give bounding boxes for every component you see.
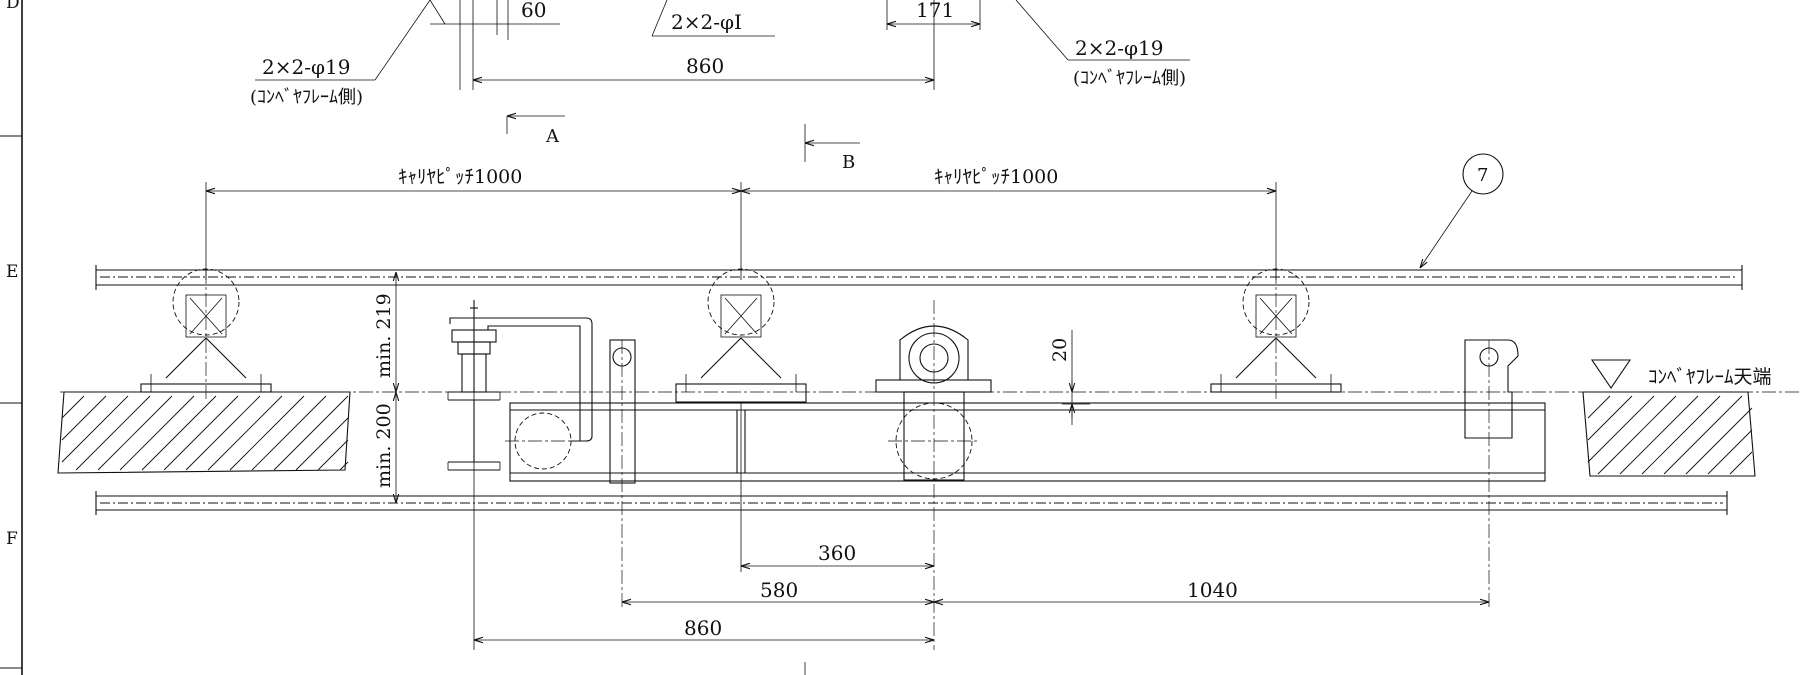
hole-left-label: 2×2-φ19: [262, 55, 350, 79]
hatch-line: [1729, 451, 1753, 475]
vertical-dims: min. 219 min. 200 20: [373, 272, 1090, 503]
support-beam: [505, 402, 1546, 482]
top-view: 60 171 860 2×2-φI 2×2-φ19 (ｺﾝﾍﾞﾔﾌﾚｰﾑ側) 2…: [250, 0, 1190, 108]
hatch-line: [1663, 395, 1743, 475]
drawing-border: D E F: [0, 0, 23, 675]
dim-min-200: min. 200: [373, 403, 395, 488]
hatch-line: [1587, 395, 1611, 419]
item-balloon: 7: [1420, 153, 1504, 268]
hatch-line: [229, 395, 305, 471]
stopper-right: [1464, 339, 1519, 610]
zone-label-d: D: [6, 0, 20, 13]
dim-171: 171: [916, 0, 954, 22]
hatch-line: [207, 395, 283, 471]
dim-860-bottom: 860: [684, 616, 722, 640]
hole-right-note: (ｺﾝﾍﾞﾔﾌﾚｰﾑ側): [1073, 68, 1186, 89]
hatch-line: [1707, 429, 1753, 475]
hatch-line: [273, 395, 349, 471]
hatch-line: [1587, 395, 1655, 463]
chain-lines: [95, 265, 1743, 515]
hole-right-label: 2×2-φ19: [1075, 36, 1163, 60]
hatch-line: [119, 395, 195, 471]
hatch-line: [141, 395, 217, 471]
hatch-line: [75, 395, 151, 471]
bearing-unit: [875, 300, 992, 650]
hatch-line: [185, 395, 261, 471]
dim-360: 360: [818, 541, 856, 565]
hatch-line: [1641, 395, 1721, 475]
frame-top-label: ｺﾝﾍﾞﾔﾌﾚｰﾑ天端: [1648, 366, 1772, 388]
dim-20: 20: [1049, 338, 1071, 362]
balloon-number: 7: [1477, 165, 1488, 186]
bottom-dims: 360 580 1040 860: [474, 403, 1489, 675]
right-frame-hatch: [1582, 391, 1756, 477]
hatch-line: [251, 395, 327, 471]
dim-580: 580: [760, 578, 798, 602]
pitch-label-right: ｷｬﾘﾔﾋﾟｯﾁ1000: [934, 166, 1058, 188]
frame-datum: ｺﾝﾍﾞﾔﾌﾚｰﾑ天端: [60, 359, 1800, 393]
carrier-center: [675, 268, 807, 403]
dim-860-top: 860: [686, 54, 724, 78]
hatch-line: [317, 439, 349, 471]
hatch-line: [1619, 395, 1699, 475]
hatch-line: [61, 395, 85, 419]
hatch-line: [295, 417, 349, 471]
dim-min-219: min. 219: [373, 293, 395, 378]
zone-label-f: F: [6, 529, 18, 549]
hatch-line: [1597, 395, 1677, 475]
dim-60: 60: [521, 0, 546, 22]
hatch-line: [61, 395, 129, 463]
section-label-b: B: [842, 152, 855, 173]
carrier-left: [140, 268, 272, 400]
carrier-pitch-dims: ｷｬﾘﾔﾋﾟｯﾁ1000 ｷｬﾘﾔﾋﾟｯﾁ1000: [205, 166, 1277, 280]
left-frame-hatch: [57, 391, 351, 474]
pitch-label-left: ｷｬﾘﾔﾋﾟｯﾁ1000: [398, 166, 522, 188]
hatch-line: [1587, 395, 1633, 441]
dim-1040: 1040: [1187, 578, 1238, 602]
section-label-a: A: [545, 126, 560, 147]
carrier-right: [1210, 268, 1342, 400]
hatch-line: [163, 395, 239, 471]
hole-center-label: 2×2-φI: [671, 10, 742, 34]
tensioner-assembly: [447, 300, 593, 650]
hatch-line: [61, 395, 107, 441]
hatch-line: [339, 461, 349, 471]
section-marks: A B: [506, 116, 860, 173]
hatch-line: [97, 395, 173, 471]
zone-label-e: E: [6, 262, 18, 282]
stopper-left: [609, 339, 636, 610]
hole-left-note: (ｺﾝﾍﾞﾔﾌﾚｰﾑ側): [250, 87, 363, 108]
hatch-line: [1685, 407, 1753, 475]
